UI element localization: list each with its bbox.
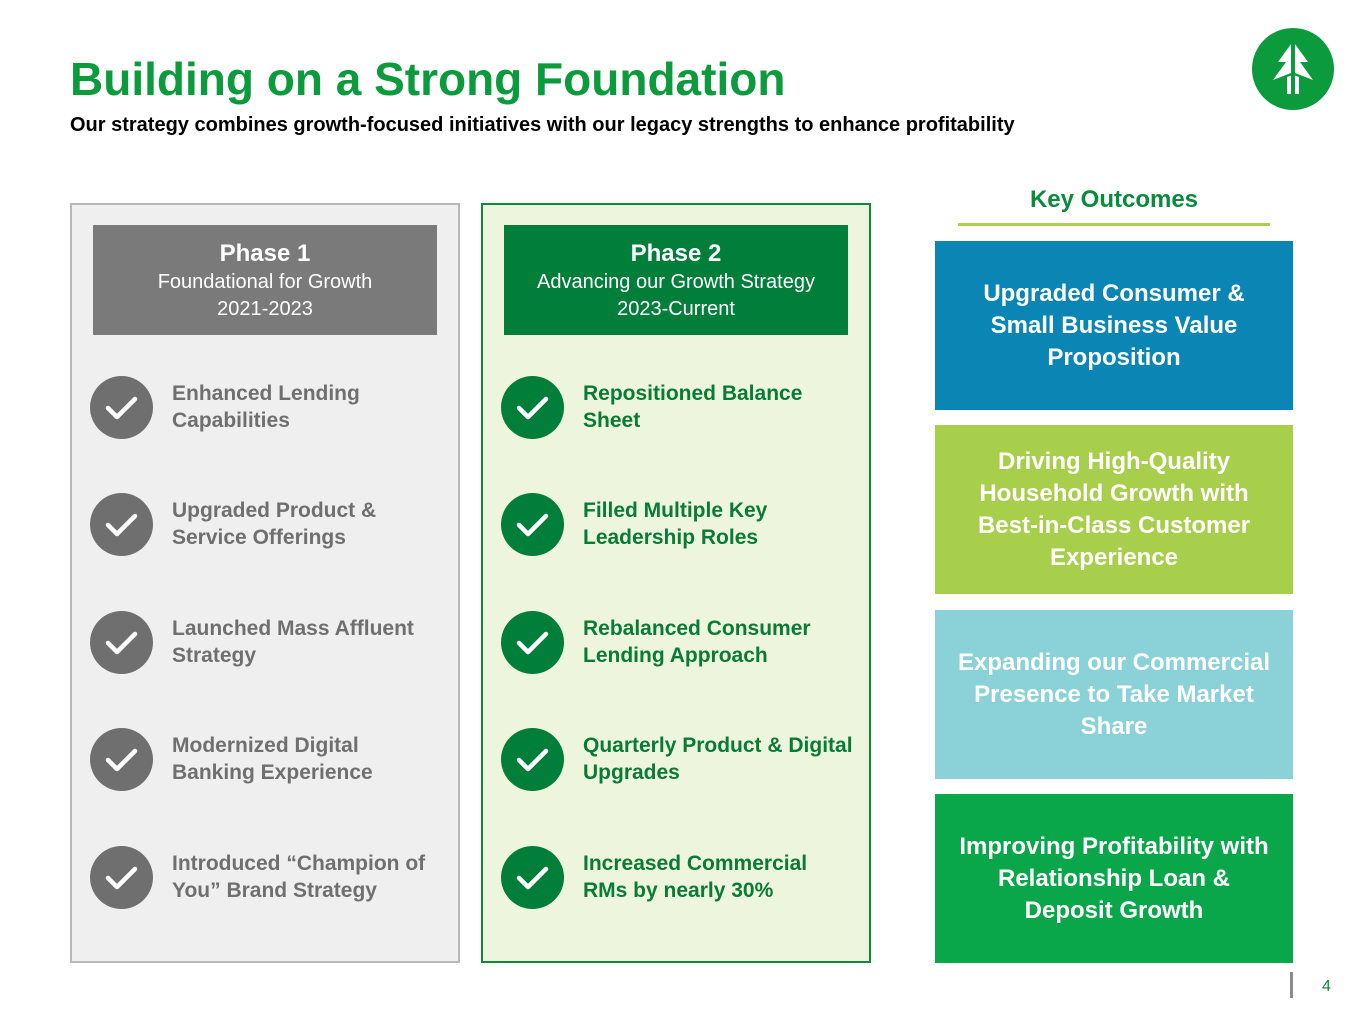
phase1-item: Modernized Digital Banking Experience — [90, 728, 450, 792]
phase2-item-label: Increased Commercial RMs by nearly 30% — [583, 852, 808, 902]
phase2-item-label: Quarterly Product & Digital Upgrades — [583, 734, 853, 784]
phase1-item: Enhanced Lending Capabilities — [90, 376, 450, 440]
checkmark-icon — [90, 376, 153, 439]
page-title: Building on a Strong Foundation — [70, 53, 786, 105]
logo — [1252, 28, 1334, 110]
phase1-item-label: Upgraded Product & Service Offerings — [172, 499, 377, 549]
phase1-item-label: Modernized Digital Banking Experience — [172, 734, 373, 784]
phase1-years: 2021-2023 — [217, 298, 313, 320]
outcome-card-text: Expanding our Commercial Presence to Tak… — [957, 648, 1271, 740]
phase1-item: Upgraded Product & Service Offerings — [90, 493, 450, 557]
outcome-card-text: Improving Profitability with Relationshi… — [959, 832, 1269, 924]
outcome-card-text: Driving High-Quality Household Growth wi… — [977, 447, 1251, 571]
outcome-card: Improving Profitability with Relationshi… — [935, 794, 1293, 963]
phase2-item-label: Filled Multiple Key Leadership Roles — [583, 499, 768, 549]
phase2-item-label: Rebalanced Consumer Lending Approach — [583, 617, 811, 667]
phase2-item: Increased Commercial RMs by nearly 30% — [501, 846, 861, 910]
phase2-item: Filled Multiple Key Leadership Roles — [501, 493, 861, 557]
checkmark-icon — [90, 493, 153, 556]
key-outcomes-heading: Key Outcomes — [1029, 186, 1199, 213]
phase2-item: Quarterly Product & Digital Upgrades — [501, 728, 861, 792]
phase2-subtitle: Advancing our Growth Strategy — [537, 271, 815, 293]
phase2-panel: Phase 2 Advancing our Growth Strategy 20… — [481, 203, 871, 963]
outcome-card-text: Upgraded Consumer & Small Business Value… — [983, 279, 1245, 371]
phase2-title: Phase 2 — [630, 240, 722, 267]
phase1-title: Phase 1 — [219, 240, 311, 267]
checkmark-icon — [90, 728, 153, 791]
phase2-item: Rebalanced Consumer Lending Approach — [501, 611, 861, 675]
checkmark-icon — [90, 611, 153, 674]
page-number: 4 — [1322, 978, 1331, 995]
checkmark-icon — [501, 728, 564, 791]
phase1-header: Phase 1 Foundational for Growth 2021-202… — [93, 225, 437, 335]
outcome-card: Expanding our Commercial Presence to Tak… — [935, 610, 1293, 779]
checkmark-icon — [501, 376, 564, 439]
checkmark-icon — [501, 611, 564, 674]
phase1-item: Launched Mass Affluent Strategy — [90, 611, 450, 675]
pine-tree-icon — [1273, 44, 1313, 94]
phase1-item-label: Launched Mass Affluent Strategy — [172, 617, 414, 667]
phase2-header: Phase 2 Advancing our Growth Strategy 20… — [504, 225, 848, 335]
checkmark-icon — [501, 493, 564, 556]
phase1-subtitle: Foundational for Growth — [157, 271, 373, 293]
outcome-card: Upgraded Consumer & Small Business Value… — [935, 241, 1293, 410]
checkmark-icon — [501, 846, 564, 909]
phase2-years: 2023-Current — [617, 298, 735, 320]
page-subtitle: Our strategy combines growth-focused ini… — [70, 114, 1015, 136]
phase1-panel: Phase 1 Foundational for Growth 2021-202… — [70, 203, 460, 963]
phase2-item: Repositioned Balance Sheet — [501, 376, 861, 440]
page-divider — [1290, 972, 1293, 998]
phase1-item-label: Enhanced Lending Capabilities — [172, 382, 360, 432]
phase1-item-label: Introduced “Champion of You” Brand Strat… — [172, 852, 426, 902]
phase2-item-label: Repositioned Balance Sheet — [583, 382, 803, 432]
phase1-item: Introduced “Champion of You” Brand Strat… — [90, 846, 450, 910]
outcome-card: Driving High-Quality Household Growth wi… — [935, 425, 1293, 594]
key-outcomes-divider — [958, 223, 1270, 226]
checkmark-icon — [90, 846, 153, 909]
